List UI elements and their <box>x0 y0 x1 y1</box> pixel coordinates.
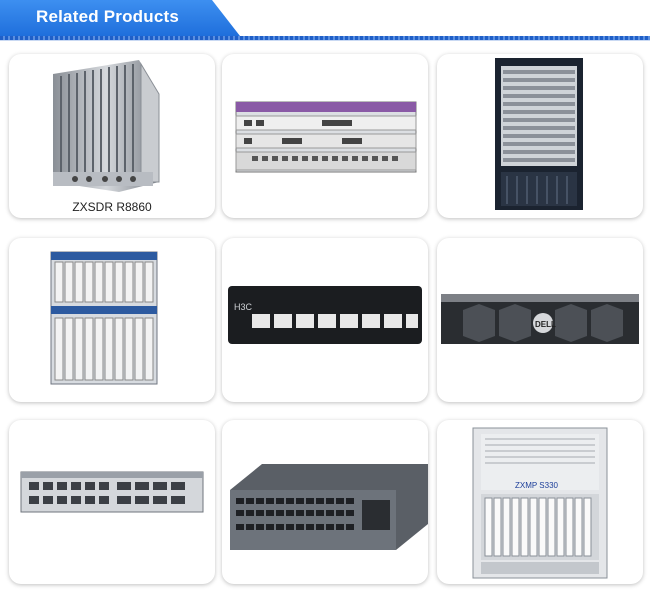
transmission-cabinet-icon: ZXMP S330 <box>472 427 608 579</box>
product-card-5[interactable]: H3C <box>222 238 428 402</box>
product-card-6[interactable]: DELL <box>437 238 643 402</box>
8-port-switch-icon: H3C <box>228 286 422 344</box>
header-divider-shadow <box>0 40 650 41</box>
product-card-8[interactable] <box>222 420 428 584</box>
48-port-switch-icon <box>230 464 428 550</box>
header-tab <box>0 0 240 36</box>
product-card-1[interactable]: ZXSDR R8860 <box>9 54 215 218</box>
product-caption: ZXSDR R8860 <box>72 200 152 214</box>
rru-radio-unit-icon <box>53 60 160 192</box>
product-card-9[interactable]: ZXMP S330 <box>437 420 643 584</box>
brand-logo: DELL <box>535 320 556 329</box>
olt-chassis-icon <box>50 251 158 385</box>
router-chassis-icon <box>235 101 417 173</box>
header-divider <box>0 36 650 40</box>
rack-server-cabinet-icon <box>495 58 583 210</box>
product-card-7[interactable] <box>9 420 215 584</box>
product-label: ZXMP S330 <box>515 481 559 490</box>
product-card-4[interactable] <box>9 238 215 402</box>
brand-logo: H3C <box>234 302 253 312</box>
section-title: Related Products <box>36 7 180 26</box>
section-header: Related Products <box>0 0 650 44</box>
rack-server-icon: DELL <box>441 294 639 344</box>
product-card-2[interactable] <box>222 54 428 218</box>
sfp-switch-icon <box>20 471 204 513</box>
product-card-3[interactable] <box>437 54 643 218</box>
